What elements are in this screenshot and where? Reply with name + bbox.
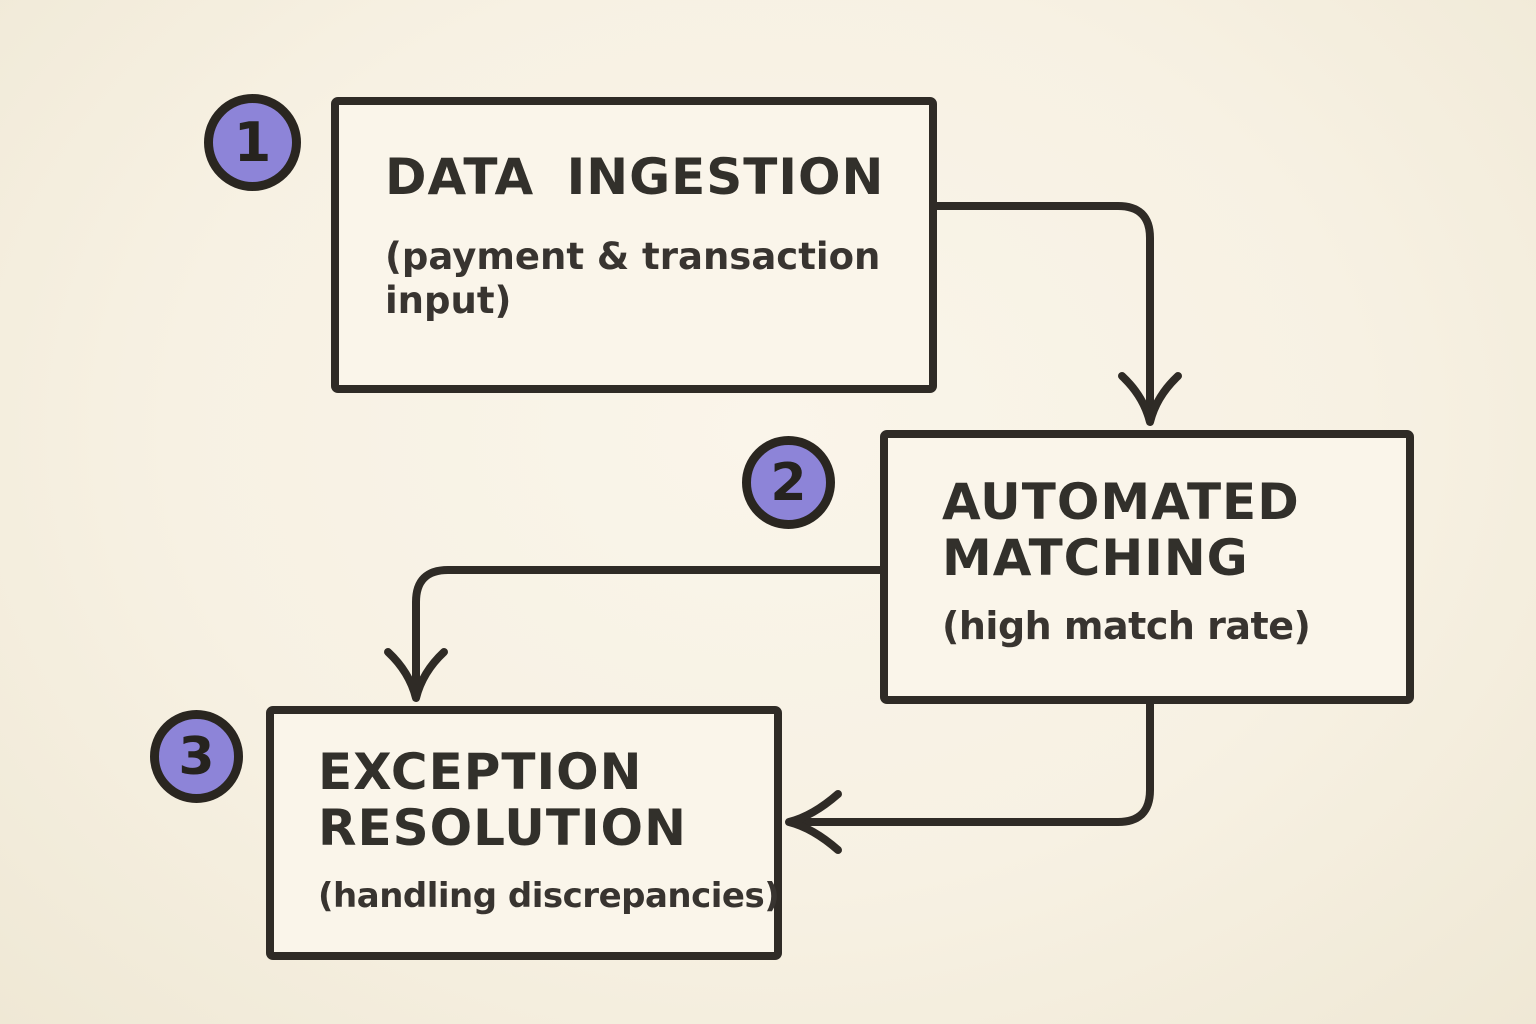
step-2-title: AUTOMATED MATCHING: [942, 473, 1300, 587]
step-2-number: 2: [770, 452, 807, 513]
step-1-subtitle: (payment & transaction input): [385, 235, 881, 323]
step-1-title: DATA INGESTION: [385, 148, 885, 206]
step-3-subtitle: (handling discrepancies): [318, 876, 780, 916]
step-2-number-badge: 2: [742, 436, 835, 529]
arrow-step2-to-step3-bottom-icon: [785, 700, 1154, 854]
step-1-number: 1: [233, 111, 272, 174]
arrow-step2-to-step3-left-icon: [384, 566, 884, 702]
arrow-step1-to-step2-icon: [933, 202, 1182, 426]
step-2-box: AUTOMATED MATCHING (high match rate): [880, 430, 1414, 704]
step-3-number-badge: 3: [150, 710, 243, 803]
step-2-subtitle: (high match rate): [942, 604, 1311, 648]
step-3-box: EXCEPTION RESOLUTION (handling discrepan…: [266, 706, 782, 960]
step-1-box: DATA INGESTION (payment & transaction in…: [331, 97, 937, 393]
step-1-number-badge: 1: [204, 94, 301, 191]
step-3-title: EXCEPTION RESOLUTION: [318, 743, 687, 857]
step-3-number: 3: [178, 726, 215, 787]
